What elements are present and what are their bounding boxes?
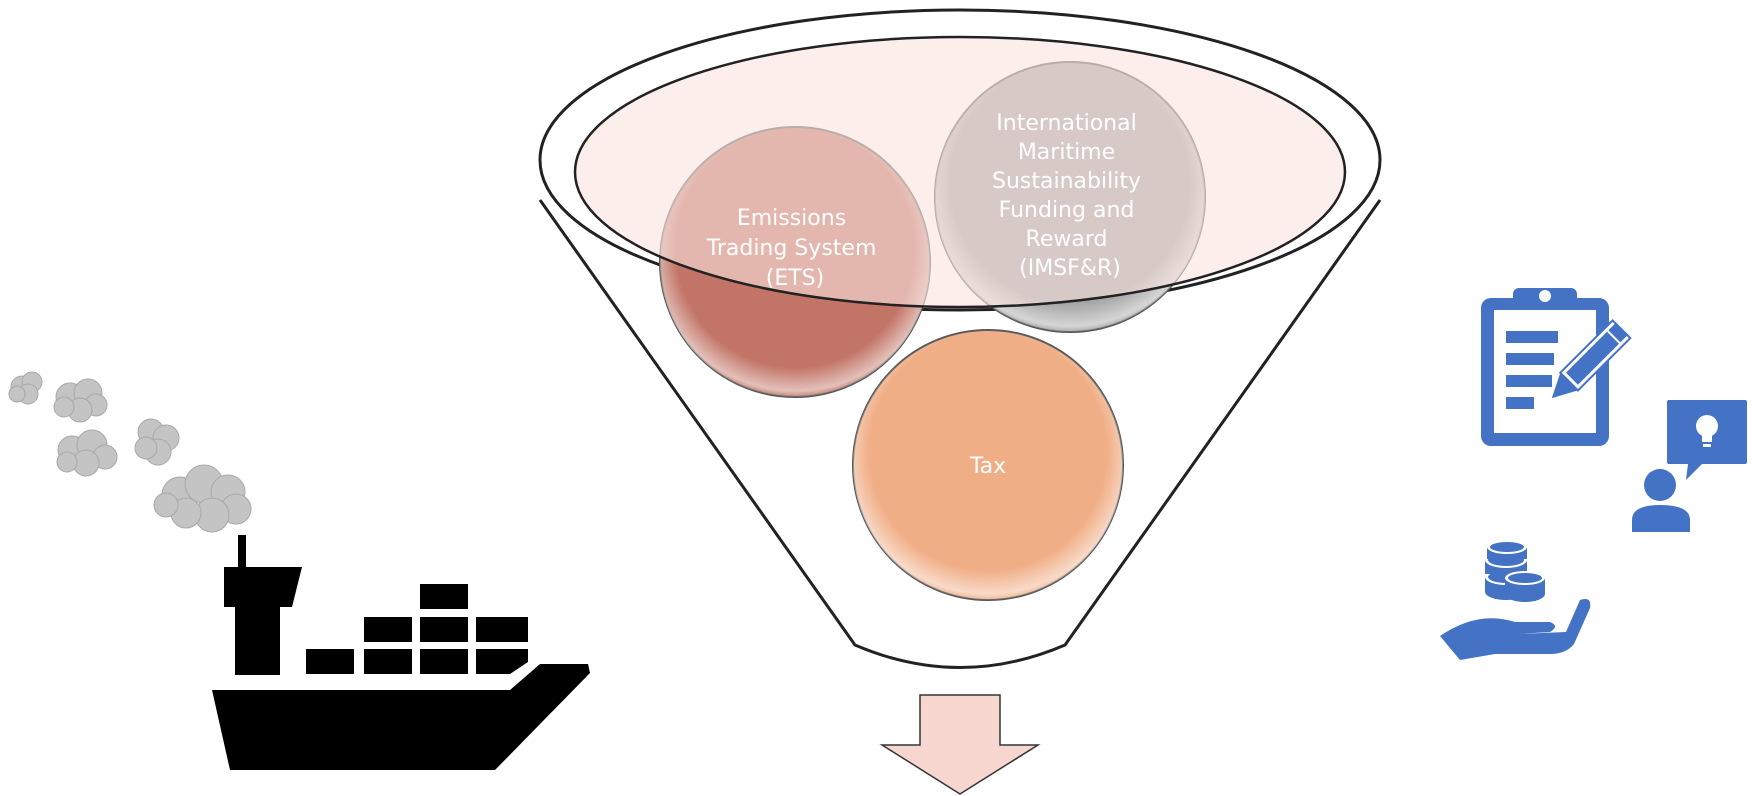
- cloud-4: [134, 418, 180, 466]
- cloud-1: [8, 371, 43, 405]
- imsfr-label: International Maritime Sustainability Fu…: [992, 111, 1148, 281]
- down-arrow-icon: [879, 694, 1041, 795]
- cloud-2: [53, 378, 108, 423]
- ets-label: Emissions Trading System (ETS): [706, 206, 884, 291]
- hand-coins-icon: [1440, 540, 1591, 660]
- tax-label: Tax: [969, 454, 1006, 479]
- person-idea-icon: [1632, 400, 1747, 532]
- cloud-5: [153, 464, 252, 533]
- funnel-inner-ellipse: [573, 35, 1347, 309]
- cargo-ship-icon: [212, 535, 590, 770]
- coin-stack-2: [1505, 571, 1545, 602]
- tax-circle: [852, 329, 1124, 601]
- smoke-cloud-icon: [8, 371, 252, 533]
- cloud-3: [56, 429, 118, 477]
- clipboard-pencil-icon: [1481, 288, 1632, 446]
